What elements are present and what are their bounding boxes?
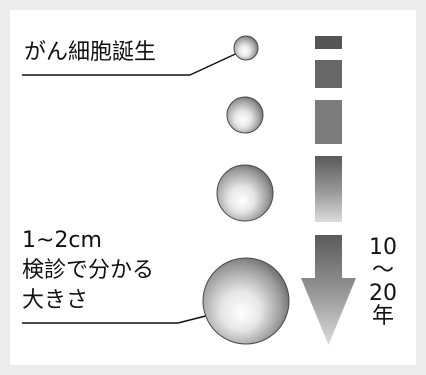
cancer-sphere-4 (202, 257, 290, 345)
time-arrow-segment-1 (315, 36, 342, 49)
label-size-word: 大きさ (22, 288, 89, 313)
label-size: 1~2cm (22, 228, 102, 253)
time-arrow-segment-2 (315, 60, 342, 88)
years-from: 10 (369, 235, 397, 260)
cancer-sphere-3 (216, 164, 274, 222)
years-separator: 〜 (371, 258, 394, 284)
years-unit: 年 (371, 304, 394, 330)
years-to: 20 (369, 281, 397, 307)
leader-line-birth-diagonal (189, 49, 245, 76)
label-cancer-birth: がん細胞誕生 (24, 40, 157, 65)
time-arrow-segment-4 (315, 156, 342, 222)
cancer-sphere-2 (226, 96, 264, 134)
cancer-sphere-1 (233, 35, 259, 61)
label-detectable: 検診で分かる (22, 258, 155, 283)
time-arrow-segment-3 (315, 100, 342, 144)
timeline-years: 10 〜 20 年 (358, 236, 408, 328)
time-arrow-head (301, 235, 356, 345)
